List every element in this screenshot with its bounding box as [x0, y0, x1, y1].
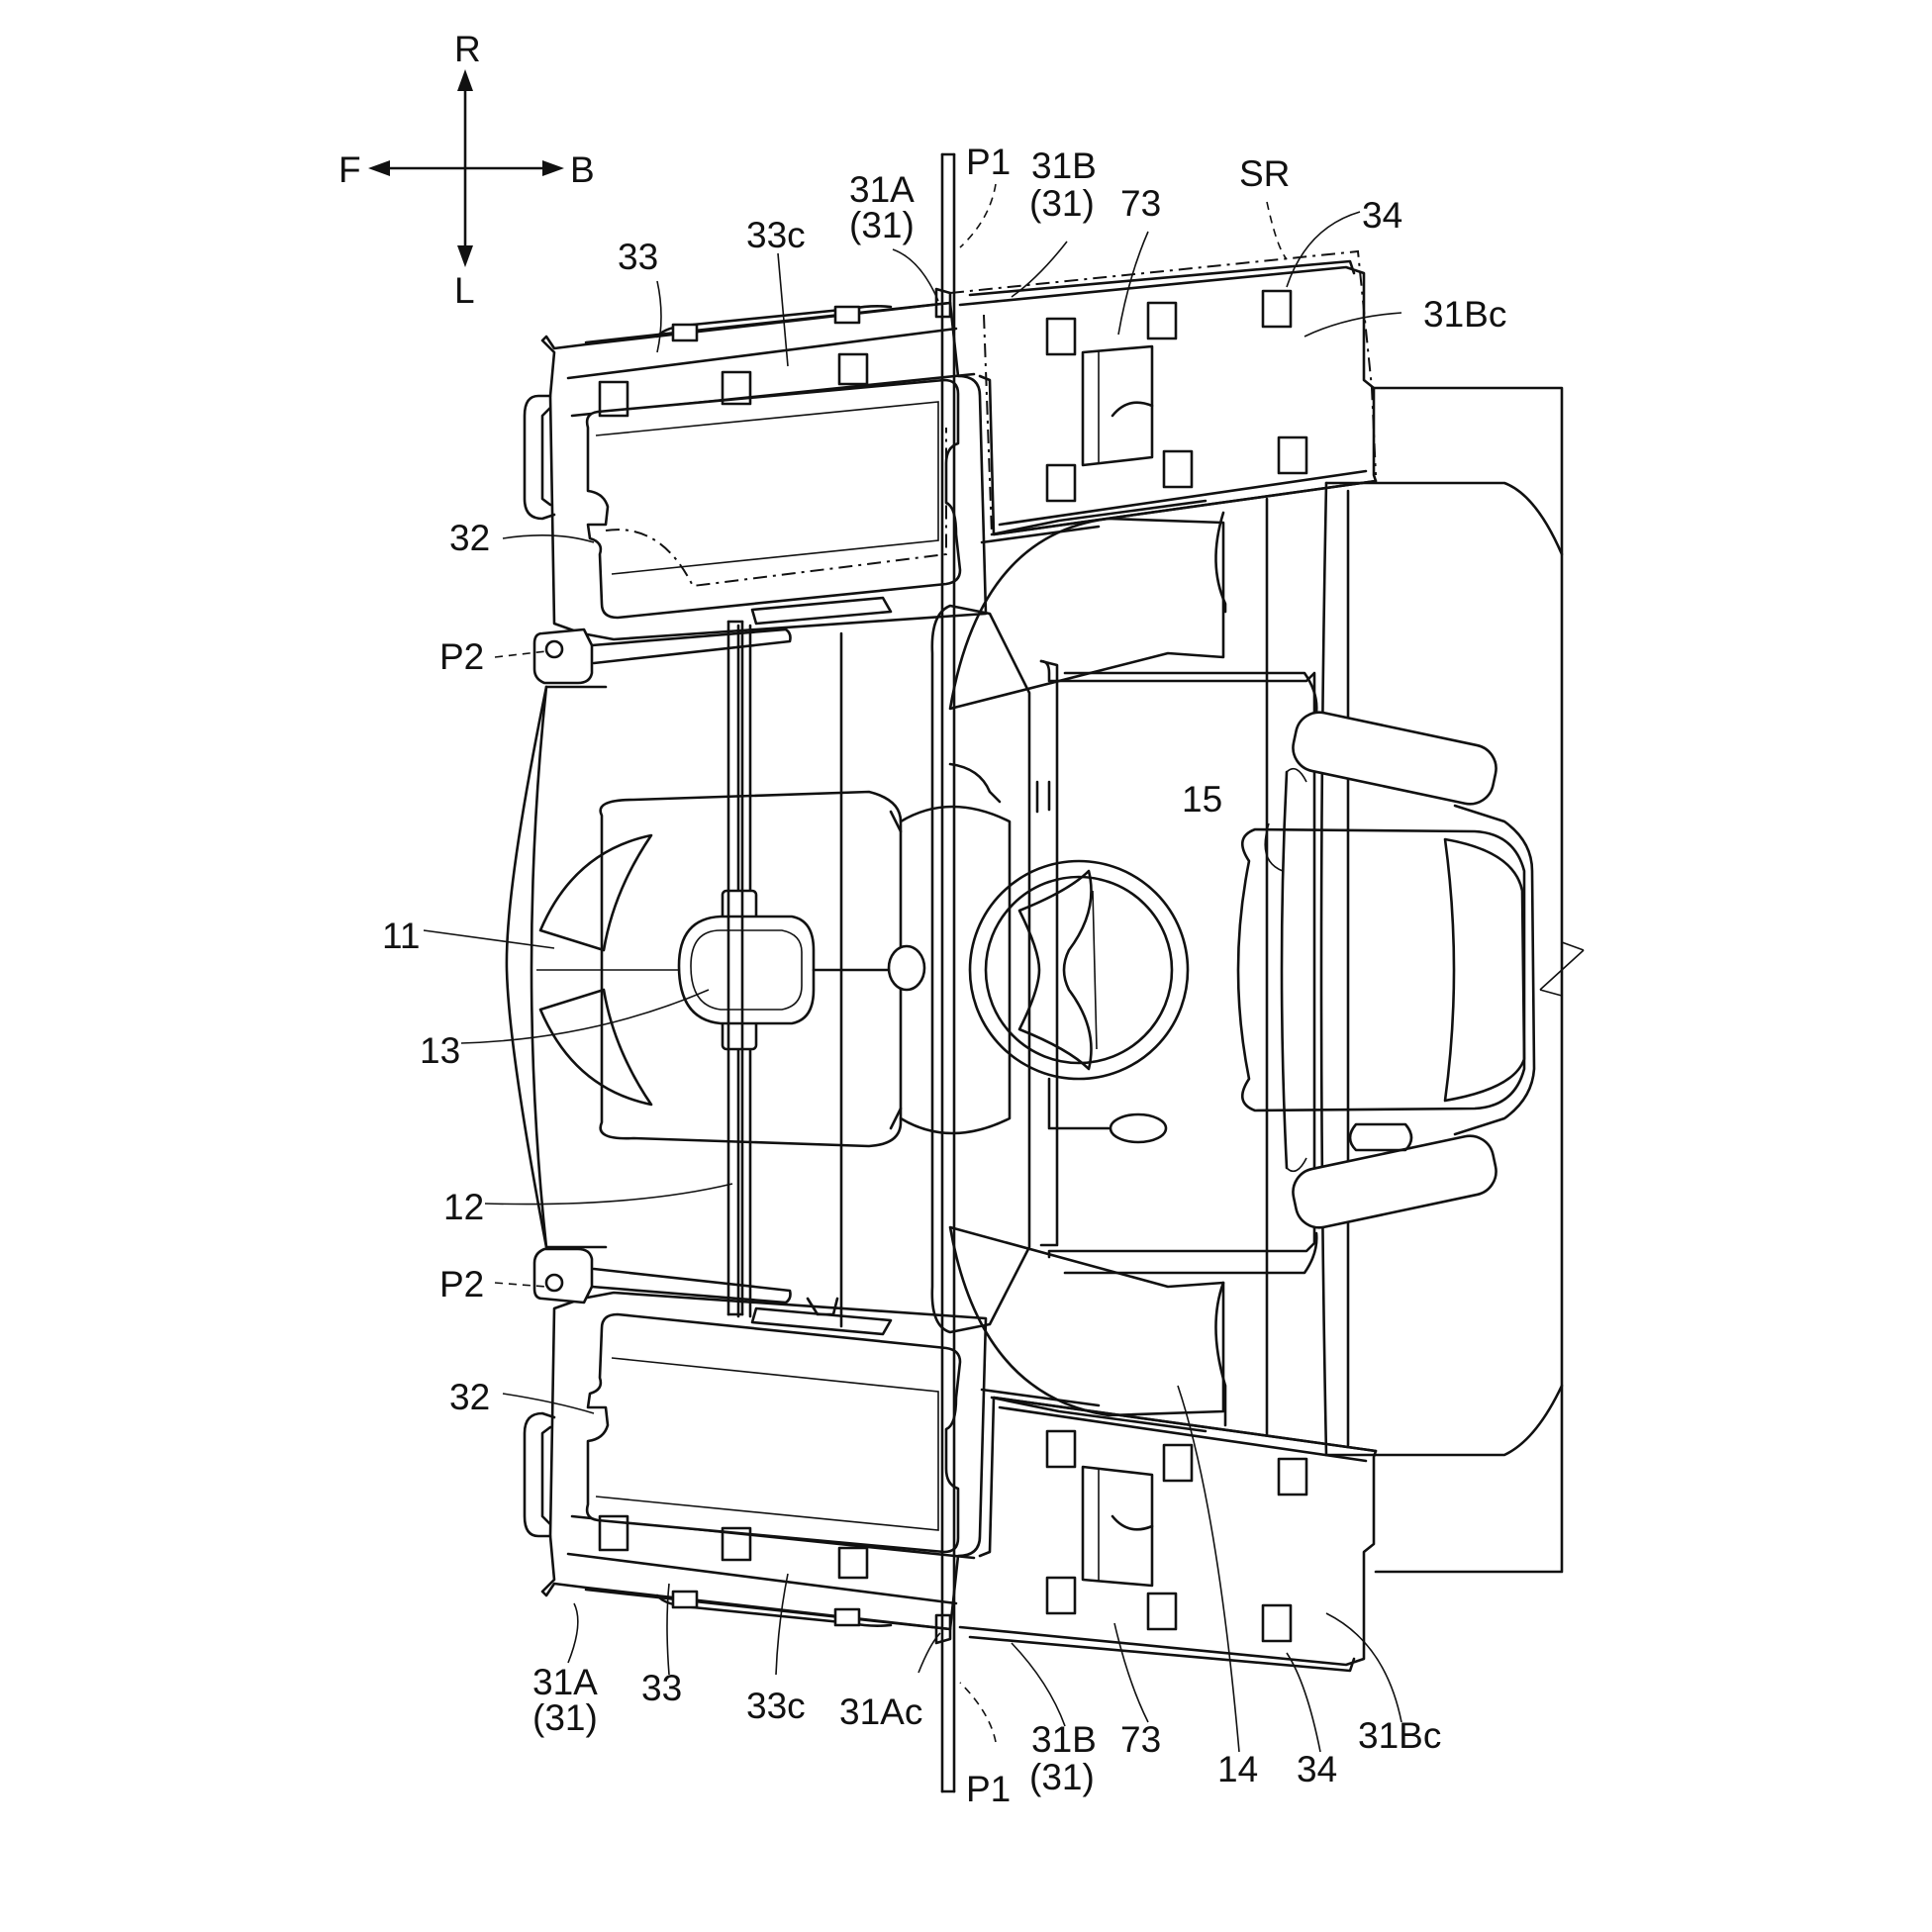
- label-31a-top-paren: (31): [849, 205, 915, 245]
- direction-b-label: B: [570, 149, 595, 190]
- leader-lines: [423, 183, 1402, 1753]
- label-31ac-bottom: 31Ac: [839, 1691, 922, 1732]
- label-33-top: 33: [618, 237, 658, 277]
- label-12: 12: [443, 1187, 484, 1227]
- label-31a-bottom-paren: (31): [532, 1697, 598, 1738]
- seat: [1236, 711, 1536, 1229]
- label-31a-bottom: 31A: [532, 1662, 598, 1702]
- direction-f-label: F: [338, 149, 361, 190]
- label-32-top: 32: [449, 518, 490, 558]
- label-34-bottom: 34: [1297, 1749, 1337, 1789]
- label-13: 13: [420, 1030, 460, 1071]
- front-frame: [677, 624, 926, 1328]
- direction-compass: [368, 69, 564, 267]
- arrow-up-icon: [457, 69, 473, 91]
- label-32-bottom: 32: [449, 1377, 490, 1417]
- label-31bc-bottom: 31Bc: [1358, 1715, 1441, 1756]
- label-14: 14: [1217, 1749, 1258, 1789]
- label-73-top: 73: [1120, 183, 1161, 224]
- steering-wheel: [948, 762, 1190, 1144]
- label-p2-top: P2: [439, 636, 484, 677]
- label-34-top: 34: [1362, 195, 1402, 236]
- lower-assembly: [523, 1247, 1378, 1673]
- arrow-left-icon: [368, 160, 390, 176]
- direction-r-label: R: [454, 29, 481, 69]
- arrow-down-icon: [457, 245, 473, 267]
- pivot-axis-p1: [940, 152, 956, 1793]
- label-31bc-top: 31Bc: [1423, 294, 1506, 335]
- label-p2-bottom: P2: [439, 1264, 484, 1304]
- rear-outline: [1372, 386, 1585, 1574]
- label-31b-top-paren: (31): [1029, 183, 1095, 224]
- label-31b-bottom: 31B: [1031, 1719, 1097, 1760]
- direction-l-label: L: [454, 270, 475, 311]
- label-p1-bottom: P1: [966, 1769, 1011, 1809]
- arrow-right-icon: [542, 160, 564, 176]
- label-15: 15: [1182, 779, 1222, 820]
- label-31b-bottom-paren: (31): [1029, 1757, 1095, 1797]
- label-31a-top: 31A: [849, 169, 915, 210]
- reference-labels: R L F B P1 31A (31) 31B (31) 73 SR 34 33…: [338, 29, 1506, 1809]
- upper-assembly: [523, 249, 1378, 685]
- label-11: 11: [382, 916, 420, 956]
- label-33-bottom: 33: [641, 1668, 682, 1708]
- label-sr: SR: [1239, 153, 1290, 194]
- tractor-body: [930, 481, 1564, 1457]
- label-31b-top: 31B: [1031, 145, 1097, 186]
- label-p1-top: P1: [966, 142, 1011, 182]
- linking-bar: [726, 620, 744, 1316]
- label-33c-top: 33c: [746, 215, 806, 255]
- label-33c-bottom: 33c: [746, 1686, 806, 1726]
- label-73-bottom: 73: [1120, 1719, 1161, 1760]
